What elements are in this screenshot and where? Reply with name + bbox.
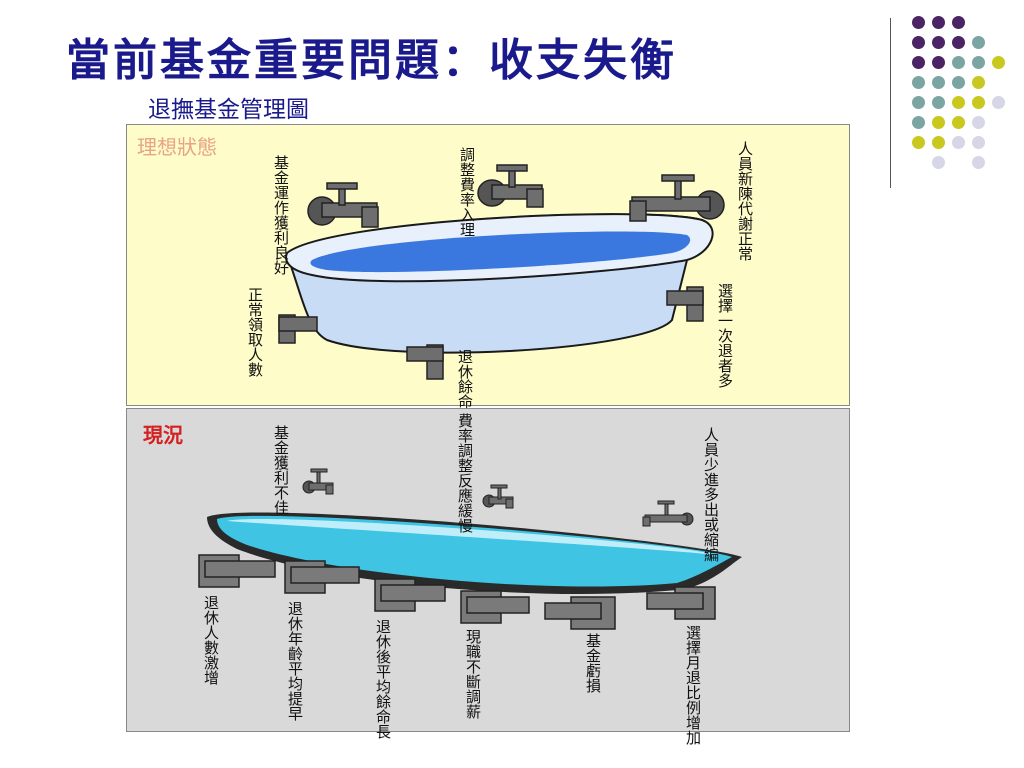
ideal-faucet-label: 調整費率入理 (458, 147, 476, 237)
ideal-faucet-label: 基金運作獲利良好 (272, 155, 290, 275)
current-state-panel: 現況 (126, 408, 850, 745)
dot (952, 116, 965, 129)
decorative-dot-grid (900, 14, 1010, 169)
current-faucet-label: 費率調整反應緩慢 (456, 413, 474, 533)
drain-pipe-icon (278, 314, 318, 344)
current-bathtub-illustration (198, 468, 742, 630)
faucet-icon (642, 500, 694, 527)
dot (932, 136, 945, 149)
drain-pipe-icon (374, 578, 446, 612)
current-drain-label: 基金虧損 (584, 633, 602, 693)
dot (932, 36, 945, 49)
ideal-faucet-label: 人員新陳代謝正常 (736, 141, 754, 261)
drain-pipe-icon (646, 586, 716, 620)
current-faucet-label: 基金獲利不佳 (272, 425, 290, 515)
dot (912, 96, 925, 109)
dot (932, 96, 945, 109)
dot (912, 56, 925, 69)
divider-line (890, 18, 891, 188)
dot (932, 76, 945, 89)
drain-pipe-icon (666, 286, 704, 322)
ideal-drain-label: 選擇一次退者多 (716, 283, 734, 388)
dot (932, 156, 945, 169)
current-panel-label: 現況 (143, 423, 183, 447)
current-drain-label: 退休後平均餘命長 (374, 619, 392, 739)
dot (932, 16, 945, 29)
diagram-subtitle: 退撫基金管理圖 (148, 97, 309, 123)
ideal-panel-label: 理想狀態 (137, 135, 217, 159)
dot (972, 96, 985, 109)
dot (972, 156, 985, 169)
current-drain-label: 退休人數激增 (202, 595, 220, 685)
current-drain-label: 退休年齡平均提早 (286, 601, 304, 721)
ideal-state-panel: 理想狀態 (126, 124, 850, 409)
dot (992, 96, 1005, 109)
ideal-drain-label: 退休餘命 (456, 349, 474, 409)
dot (992, 56, 1005, 69)
ideal-drain-label: 正常領取人數 (246, 287, 264, 377)
slide-title: 當前基金重要問題：收支失衡 (66, 35, 677, 86)
dot (932, 56, 945, 69)
dot (912, 16, 925, 29)
dot (952, 76, 965, 89)
dot (932, 116, 945, 129)
dot (912, 36, 925, 49)
drain-pipe-icon (460, 590, 530, 624)
drain-pipe-icon (198, 554, 276, 588)
dot (912, 136, 925, 149)
dot (972, 76, 985, 89)
current-faucet-label: 人員少進多出或縮編 (702, 427, 720, 562)
faucet-icon (629, 174, 725, 222)
current-drain-label: 現職不斷調薪 (464, 629, 482, 719)
faucet-icon (307, 182, 379, 228)
drain-pipe-icon (406, 344, 444, 380)
dot (952, 96, 965, 109)
dot (912, 76, 925, 89)
dot (952, 56, 965, 69)
dot (972, 136, 985, 149)
dot (952, 136, 965, 149)
dot (912, 116, 925, 129)
dot (952, 16, 965, 29)
dot (972, 36, 985, 49)
drain-pipe-icon (544, 596, 616, 630)
drain-pipe-icon (284, 560, 360, 594)
ideal-bathtub-illustration (278, 164, 725, 380)
dot (952, 36, 965, 49)
dot (972, 56, 985, 69)
dot (972, 116, 985, 129)
faucet-icon (302, 468, 334, 495)
faucet-icon (477, 164, 544, 208)
current-drain-label: 選擇月退比例增加 (684, 625, 702, 745)
faucet-icon (482, 484, 514, 509)
